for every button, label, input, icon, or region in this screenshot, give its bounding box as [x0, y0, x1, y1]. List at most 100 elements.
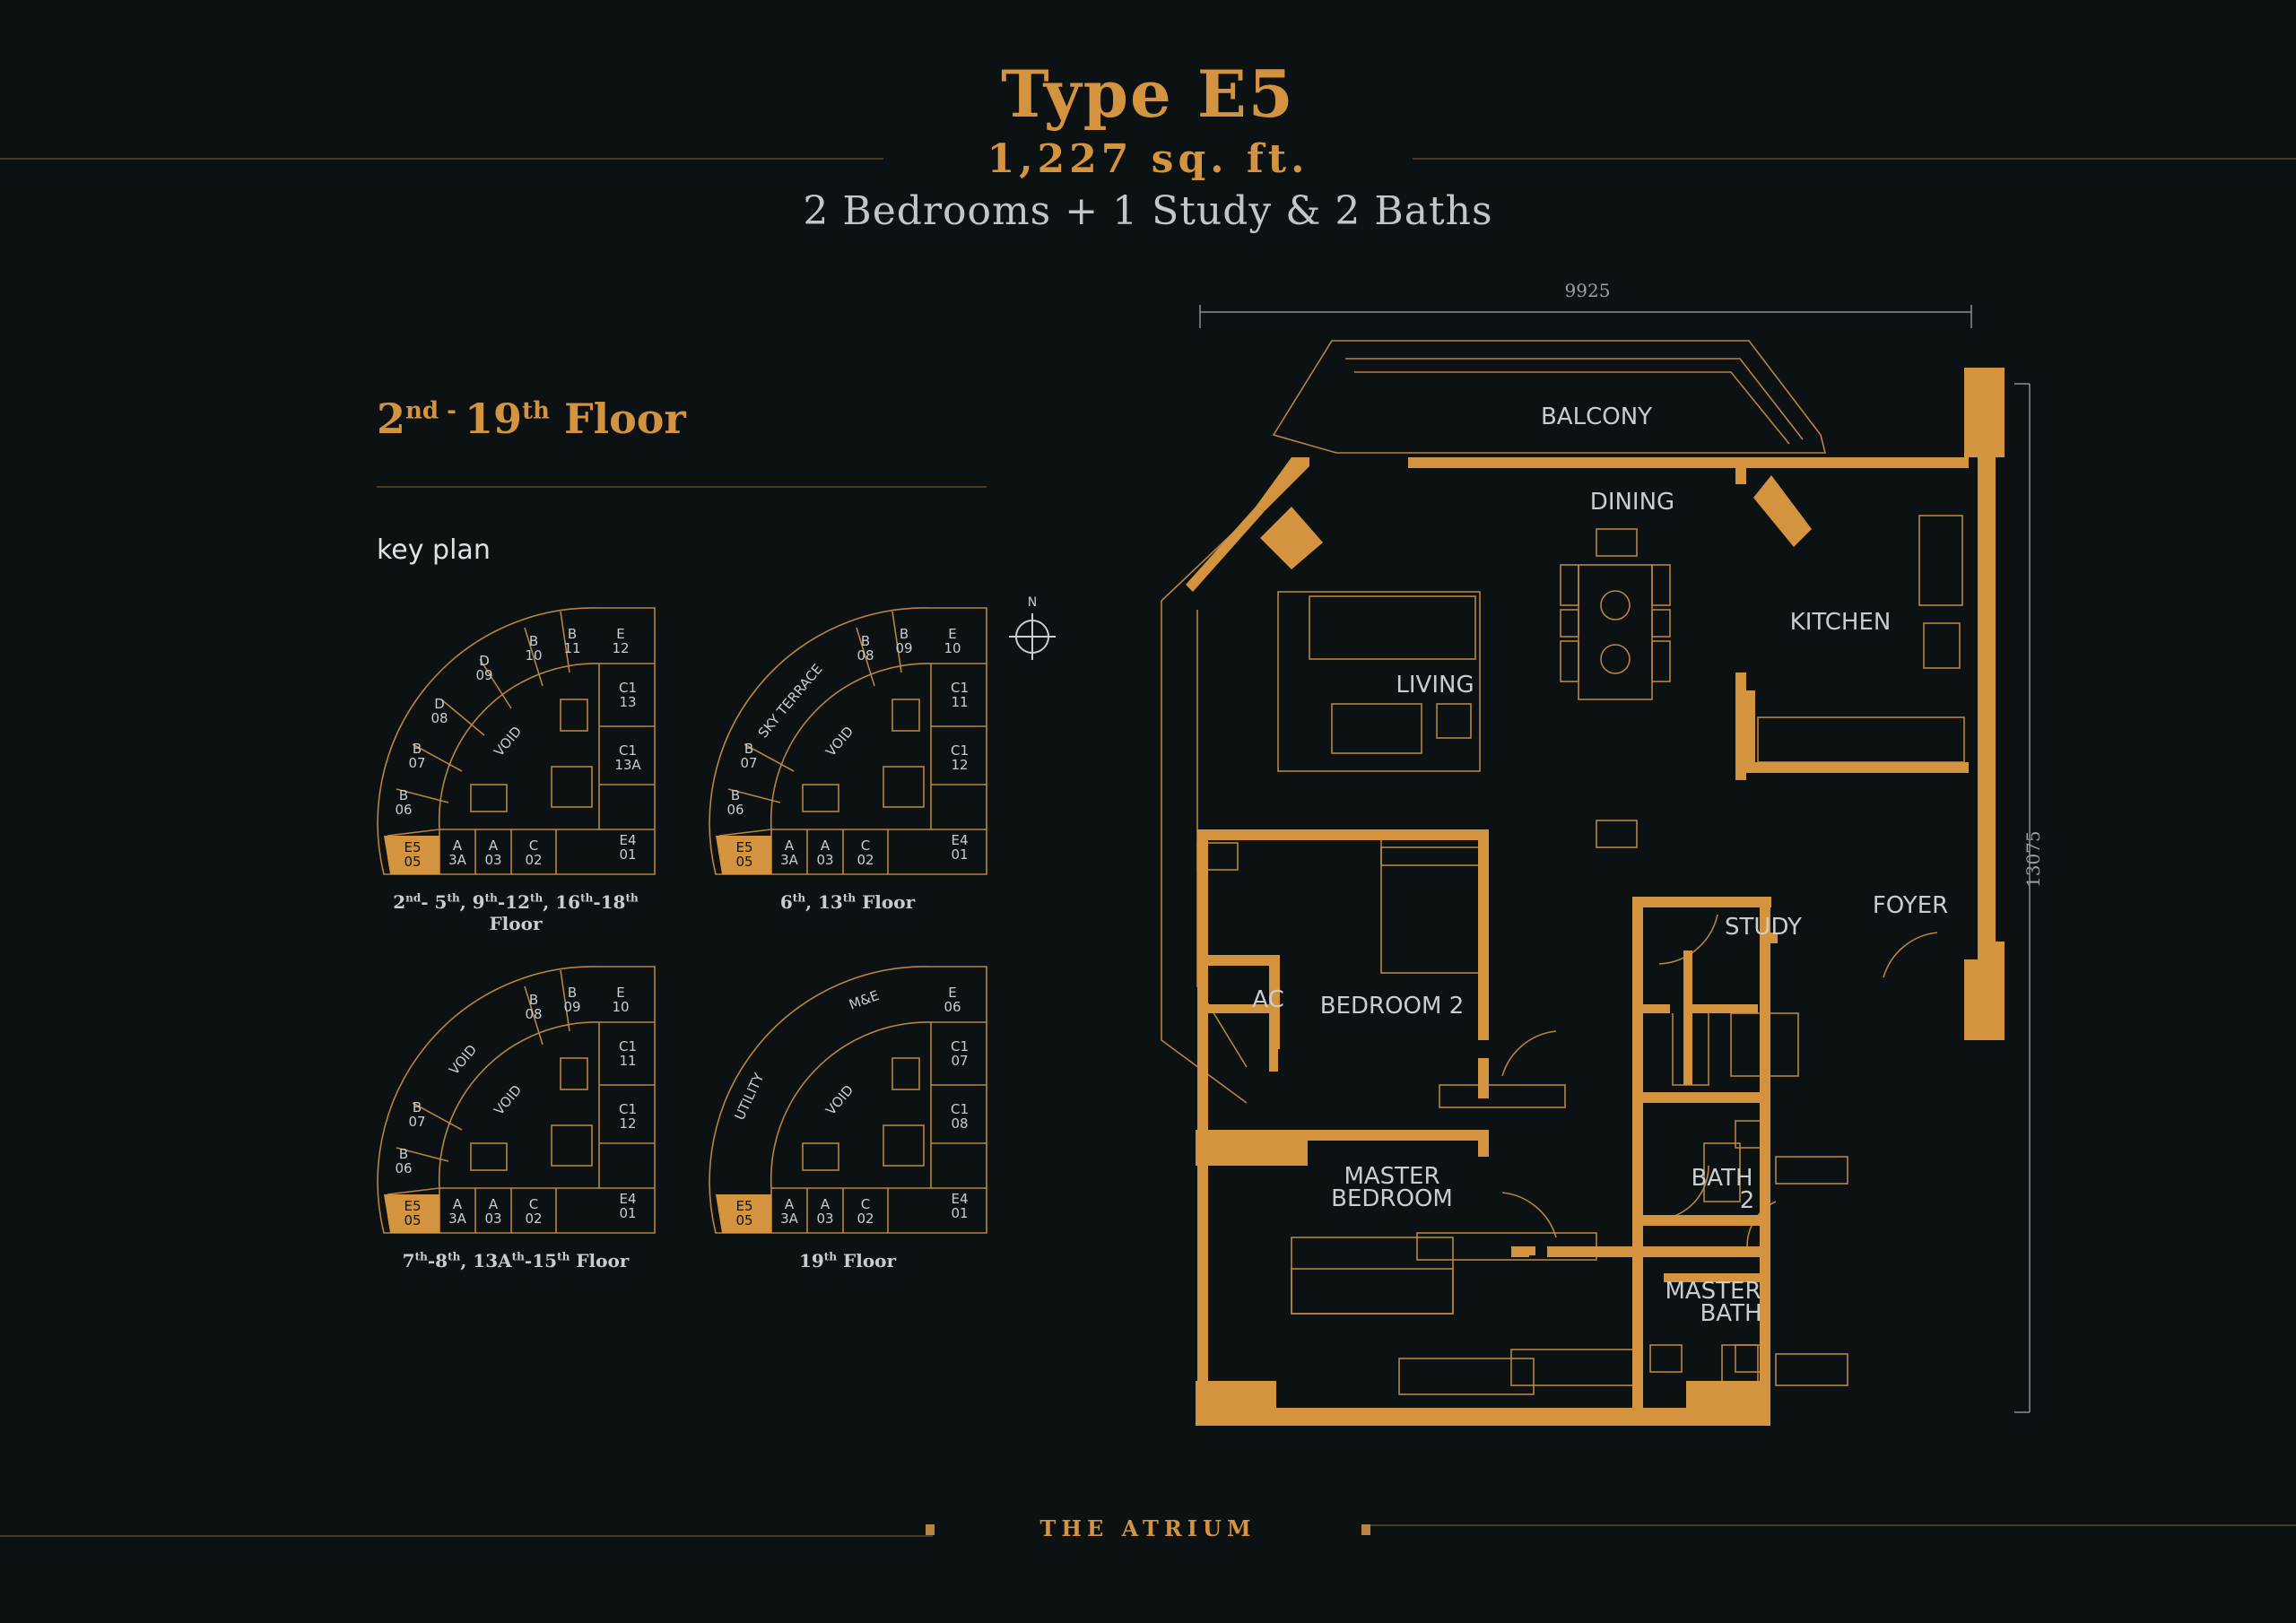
- svg-text:A: A: [785, 1196, 795, 1212]
- svg-text:B: B: [900, 626, 909, 642]
- svg-text:C1: C1: [951, 742, 969, 759]
- svg-text:07: 07: [408, 755, 425, 771]
- svg-text:BEDROOM: BEDROOM: [1331, 1185, 1453, 1212]
- svg-text:B: B: [568, 985, 577, 1001]
- svg-text:DINING: DINING: [1590, 489, 1674, 516]
- svg-text:E4: E4: [951, 832, 968, 848]
- footer-corner-right: [1361, 1524, 1370, 1535]
- svg-text:E4: E4: [951, 1191, 968, 1207]
- compass-icon: N: [1009, 595, 1056, 660]
- unit-floor-plan: BALCONY DINING KITCHEN LIVING BEDROOM 2 …: [1161, 305, 2031, 1426]
- svg-text:VOID: VOID: [822, 1082, 857, 1119]
- unit-configuration: 2 Bedrooms + 1 Study & 2 Baths: [803, 188, 1493, 234]
- svg-text:B: B: [529, 633, 538, 649]
- svg-text:N: N: [1028, 595, 1037, 610]
- svg-text:D: D: [434, 696, 445, 712]
- svg-text:BATH: BATH: [1700, 1300, 1761, 1327]
- svg-text:3A: 3A: [780, 852, 799, 868]
- svg-text:13A: 13A: [614, 757, 641, 773]
- svg-text:AC: AC: [1252, 986, 1283, 1013]
- svg-text:B: B: [744, 741, 753, 757]
- floor-range-heading: 2nd - 19th Floor: [377, 395, 686, 443]
- brand-name: THE ATRIUM: [1039, 1515, 1257, 1541]
- svg-text:VOID: VOID: [491, 1082, 525, 1119]
- svg-text:12: 12: [951, 757, 968, 773]
- svg-text:A: A: [453, 838, 463, 854]
- svg-text:VOID: VOID: [446, 1042, 480, 1079]
- svg-text:B: B: [413, 1099, 422, 1115]
- svg-text:12: 12: [619, 1115, 636, 1132]
- footer-corner-left: [926, 1524, 935, 1535]
- svg-text:09: 09: [563, 999, 580, 1015]
- svg-text:M&E: M&E: [847, 987, 881, 1013]
- svg-text:02: 02: [857, 852, 874, 868]
- svg-text:VOID: VOID: [491, 724, 525, 760]
- svg-text:E4: E4: [619, 832, 636, 848]
- key-plan-1-caption: 2nd- 5th, 9th-12th, 16th-18th Floor: [393, 891, 639, 934]
- svg-text:C1: C1: [951, 680, 969, 696]
- svg-text:A: A: [489, 838, 499, 854]
- svg-text:B: B: [731, 787, 740, 803]
- svg-text:01: 01: [619, 1205, 636, 1221]
- svg-text:A: A: [785, 838, 795, 854]
- svg-text:3A: 3A: [448, 1211, 467, 1227]
- svg-text:09: 09: [895, 640, 912, 656]
- key-plan-4-caption: 19th Floor: [798, 1250, 897, 1271]
- svg-text:E: E: [948, 985, 956, 1001]
- svg-text:A: A: [821, 1196, 831, 1212]
- svg-text:B: B: [413, 741, 422, 757]
- svg-text:A: A: [453, 1196, 463, 1212]
- svg-text:C1: C1: [619, 680, 637, 696]
- svg-text:2: 2: [1740, 1187, 1755, 1214]
- svg-text:05: 05: [404, 1212, 421, 1228]
- svg-text:E: E: [616, 985, 624, 1001]
- svg-text:13: 13: [619, 694, 636, 710]
- svg-text:LIVING: LIVING: [1396, 672, 1474, 699]
- svg-text:07: 07: [740, 755, 757, 771]
- svg-text:06: 06: [944, 999, 961, 1015]
- svg-text:D: D: [479, 653, 490, 669]
- svg-text:C1: C1: [619, 742, 637, 759]
- header-divider-right: [1413, 158, 2296, 160]
- svg-text:C: C: [529, 1196, 538, 1212]
- svg-text:03: 03: [816, 852, 833, 868]
- svg-text:02: 02: [857, 1211, 874, 1227]
- svg-text:E5: E5: [404, 839, 421, 855]
- svg-text:E: E: [616, 626, 624, 642]
- svg-text:E5: E5: [735, 839, 752, 855]
- dimension-width: 9925: [1564, 280, 1611, 301]
- key-plan-2-caption: 6th, 13th Floor: [779, 891, 916, 913]
- svg-text:STUDY: STUDY: [1725, 914, 1802, 941]
- svg-text:06: 06: [395, 802, 412, 818]
- key-plan-label: key plan: [377, 534, 491, 566]
- svg-text:06: 06: [395, 1160, 412, 1176]
- svg-text:01: 01: [619, 846, 636, 863]
- svg-text:01: 01: [951, 846, 968, 863]
- svg-text:10: 10: [944, 640, 961, 656]
- svg-text:B: B: [399, 787, 408, 803]
- page-title: Type E5: [1001, 56, 1295, 132]
- svg-text:10: 10: [525, 647, 542, 664]
- svg-text:03: 03: [484, 852, 501, 868]
- svg-text:01: 01: [951, 1205, 968, 1221]
- footer-divider-left: [0, 1535, 933, 1537]
- svg-text:C1: C1: [619, 1038, 637, 1055]
- svg-text:A: A: [489, 1196, 499, 1212]
- svg-text:08: 08: [525, 1006, 542, 1022]
- svg-text:SKY TERRACE: SKY TERRACE: [755, 661, 826, 741]
- svg-text:05: 05: [735, 1212, 752, 1228]
- svg-text:C1: C1: [951, 1038, 969, 1055]
- svg-text:FOYER: FOYER: [1873, 892, 1948, 919]
- svg-text:C: C: [529, 838, 538, 854]
- svg-text:VOID: VOID: [822, 724, 857, 760]
- svg-text:KITCHEN: KITCHEN: [1790, 609, 1892, 636]
- svg-text:BALCONY: BALCONY: [1541, 404, 1652, 430]
- svg-text:BATH: BATH: [1691, 1165, 1752, 1192]
- svg-text:E: E: [948, 626, 956, 642]
- svg-text:11: 11: [951, 694, 968, 710]
- header-divider-left: [0, 158, 883, 160]
- svg-text:MASTER: MASTER: [1665, 1278, 1761, 1305]
- svg-text:10: 10: [612, 999, 629, 1015]
